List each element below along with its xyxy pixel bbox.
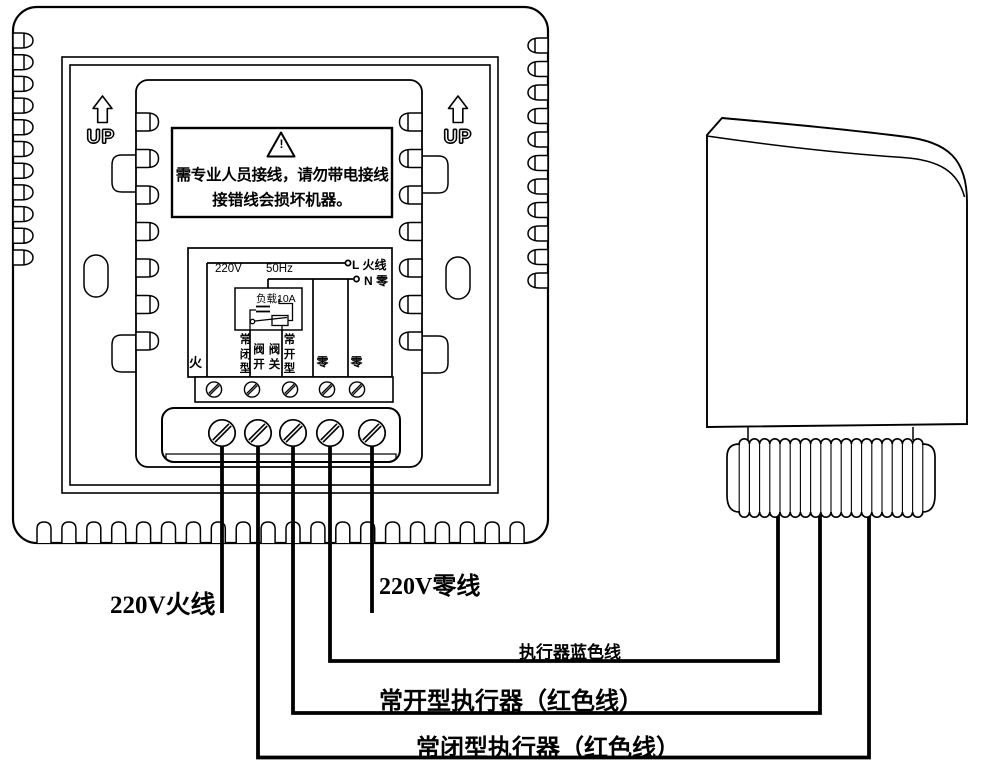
column-no-label: 常开型 — [283, 334, 296, 376]
column-nc-label: 常闭型 — [239, 334, 252, 376]
wire-label-220v-live: 220V火线 — [110, 592, 216, 619]
inner-frame-inner — [69, 64, 491, 486]
thermostat-back — [11, 5, 550, 545]
warning-exclamation: ! — [279, 137, 284, 151]
left-oval-hole — [83, 254, 109, 298]
terminal-block-lip — [165, 453, 397, 458]
warning-text-line2: 接错线会损坏机器。 — [212, 192, 352, 209]
up-arrow-right-icon — [447, 95, 469, 124]
wire-actuator-nc-red — [256, 446, 871, 760]
wire-label-actuator-blue: 执行器蓝色线 — [519, 643, 621, 662]
wire-label-220v-neutral: 220V零线 — [379, 574, 481, 600]
up-label-right: UP — [443, 126, 473, 148]
actuator-body-edge — [706, 135, 966, 198]
column-valve-open-label: 阀开 — [253, 344, 265, 371]
column-valve-close-label: 阀关 — [268, 344, 281, 371]
inner-frame-outer — [61, 56, 499, 494]
collar-ridges — [738, 444, 924, 512]
wire-actuator-no-red — [291, 446, 822, 715]
valve-actuator — [706, 117, 968, 518]
wire-label-actuator-no: 常开型执行器（红色线） — [379, 689, 643, 715]
wire-label-actuator-nc: 常闭型执行器（红色线） — [416, 736, 680, 762]
relay-load-label: 负载10A — [256, 292, 296, 305]
up-arrow-left-icon — [92, 95, 113, 124]
left-vent-slots — [12, 32, 34, 266]
actuator-body — [706, 117, 968, 428]
connection-wires — [220, 446, 871, 760]
up-label-left: UP — [86, 126, 116, 148]
terminal-l-node — [344, 259, 352, 267]
terminal-l-label: L 火线 — [352, 257, 387, 272]
actuator-neck — [747, 427, 914, 440]
warning-triangle-icon — [266, 131, 296, 158]
relay-symbol — [249, 299, 294, 330]
column-neutral2-label: 零 — [350, 355, 363, 369]
column-live-label: 火 — [189, 355, 203, 370]
wire-actuator-blue — [328, 446, 780, 663]
circuit-frequency-label: 50Hz — [266, 263, 293, 275]
column-neutral1-label: 零 — [316, 355, 329, 369]
terminal-n-label: N 零 — [364, 274, 389, 288]
circuit-diagram — [187, 247, 393, 378]
right-oval-hole — [445, 256, 471, 300]
terminal-n-node — [353, 275, 360, 283]
warning-text-line1: 需专业人员接线，请勿带电接线 — [175, 167, 389, 184]
circuit-voltage-label: 220V — [215, 263, 242, 275]
relay-box — [234, 287, 303, 331]
